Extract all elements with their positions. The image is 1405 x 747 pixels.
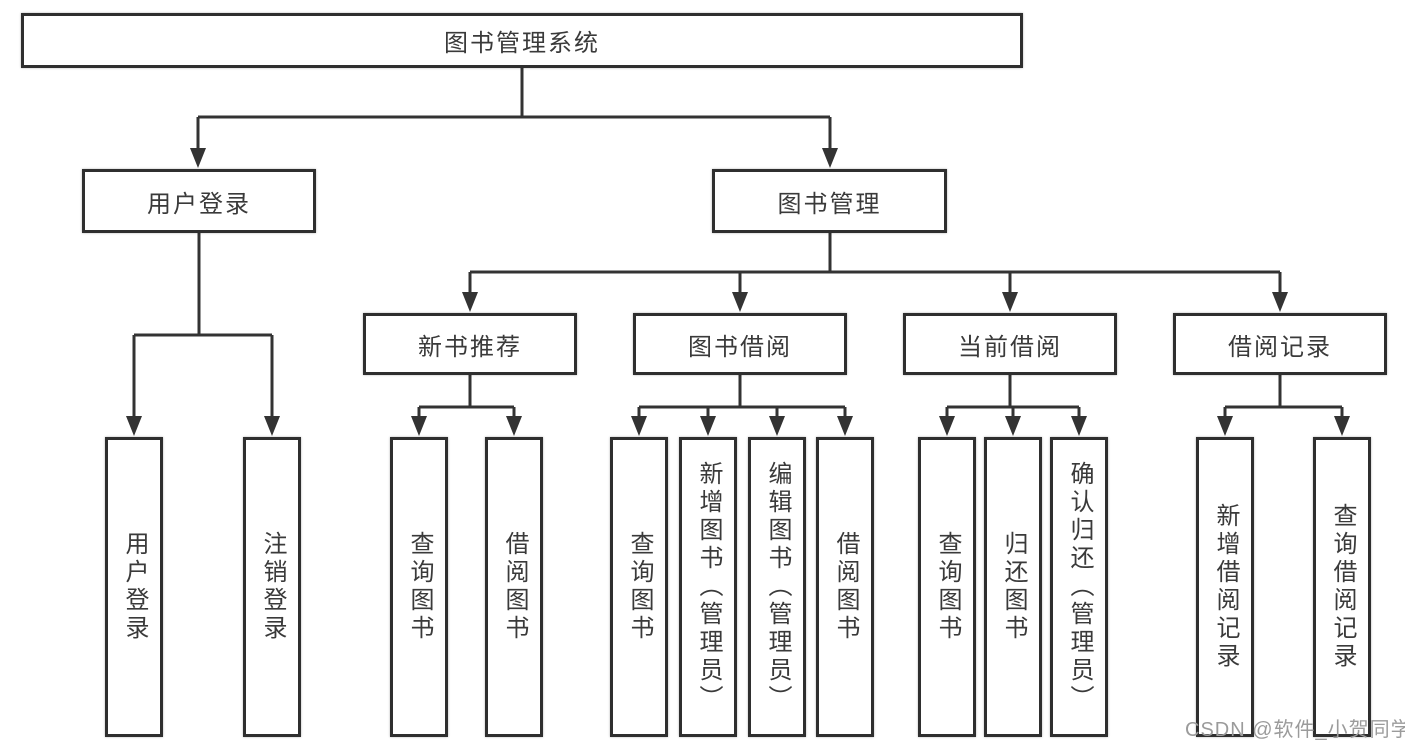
arrow-down-icon (1334, 416, 1350, 436)
arrow-down-icon (1217, 416, 1233, 436)
node-leaf-cb-confirm-return-admin: 确认归还（管理员） (1050, 437, 1108, 737)
node-leaf-bb-borrow-books: 借阅图书 (816, 437, 874, 737)
arrow-down-icon (264, 416, 280, 436)
arrow-down-icon (411, 416, 427, 436)
node-current-borrow: 当前借阅 (903, 313, 1117, 375)
node-user-login: 用户登录 (82, 169, 316, 233)
connector-book-borrow (631, 375, 853, 436)
arrow-down-icon (506, 416, 522, 436)
node-leaf-user-login: 用户登录 (105, 437, 163, 737)
node-leaf-bb-add-books-admin: 新增图书（管理员） (679, 437, 737, 737)
arrow-down-icon (462, 292, 478, 312)
arrow-down-icon (190, 148, 206, 168)
arrow-down-icon (939, 416, 955, 436)
arrow-down-icon (1002, 292, 1018, 312)
connector-borrow-records (1217, 375, 1350, 436)
node-leaf-nb-borrow-books: 借阅图书 (485, 437, 543, 737)
arrow-down-icon (1272, 292, 1288, 312)
arrow-down-icon (631, 416, 647, 436)
arrow-down-icon (700, 416, 716, 436)
arrow-down-icon (732, 292, 748, 312)
node-leaf-logout: 注销登录 (243, 437, 301, 737)
connector-new-book-recommend (411, 375, 522, 436)
connector-user-login (126, 233, 280, 436)
connector-current-borrow (939, 375, 1087, 436)
arrow-down-icon (1071, 416, 1087, 436)
node-leaf-bb-query-books: 查询图书 (610, 437, 668, 737)
node-leaf-nb-query-books: 查询图书 (390, 437, 448, 737)
arrow-down-icon (1005, 416, 1021, 436)
arrow-down-icon (837, 416, 853, 436)
node-new-book-recommend: 新书推荐 (363, 313, 577, 375)
arrow-down-icon (822, 148, 838, 168)
arrow-down-icon (769, 416, 785, 436)
connector-book-mgmt (462, 233, 1288, 312)
node-book-mgmt: 图书管理 (712, 169, 947, 233)
node-leaf-br-query-record: 查询借阅记录 (1313, 437, 1371, 737)
arrow-down-icon (126, 416, 142, 436)
node-book-mgmt-system: 图书管理系统 (21, 13, 1023, 68)
node-leaf-cb-query-books: 查询图书 (918, 437, 976, 737)
node-leaf-br-add-record: 新增借阅记录 (1196, 437, 1254, 737)
node-leaf-bb-edit-books-admin: 编辑图书（管理员） (748, 437, 806, 737)
connector-root (190, 68, 838, 168)
node-leaf-cb-return-books: 归还图书 (984, 437, 1042, 737)
node-book-borrow: 图书借阅 (633, 313, 847, 375)
node-borrow-records: 借阅记录 (1173, 313, 1387, 375)
watermark-text: CSDN @软件_小贺同学 (1185, 719, 1405, 741)
